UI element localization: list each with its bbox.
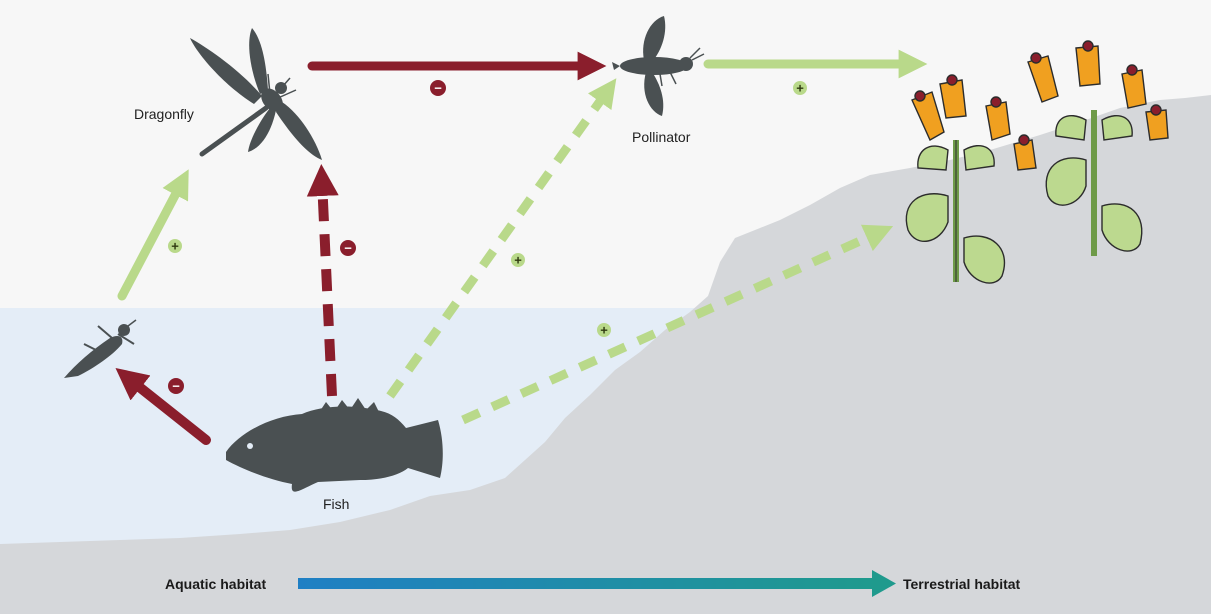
- svg-text:+: +: [514, 253, 522, 268]
- svg-text:+: +: [171, 239, 179, 254]
- pollinator-label: Pollinator: [632, 129, 691, 145]
- terrestrial-habitat-label: Terrestrial habitat: [903, 576, 1021, 592]
- svg-text:−: −: [172, 379, 180, 394]
- fish-label: Fish: [323, 496, 349, 512]
- svg-text:+: +: [796, 81, 804, 96]
- sign-badge-fish-dragonfly: −: [340, 240, 356, 256]
- svg-text:+: +: [600, 323, 608, 338]
- sign-badge-dragonfly-pollinator: −: [430, 80, 446, 96]
- aquatic-habitat-label: Aquatic habitat: [165, 576, 266, 592]
- svg-text:−: −: [434, 81, 442, 96]
- sign-badge-fish-larva: −: [168, 378, 184, 394]
- dragonfly-label: Dragonfly: [134, 106, 194, 122]
- svg-text:−: −: [344, 241, 352, 256]
